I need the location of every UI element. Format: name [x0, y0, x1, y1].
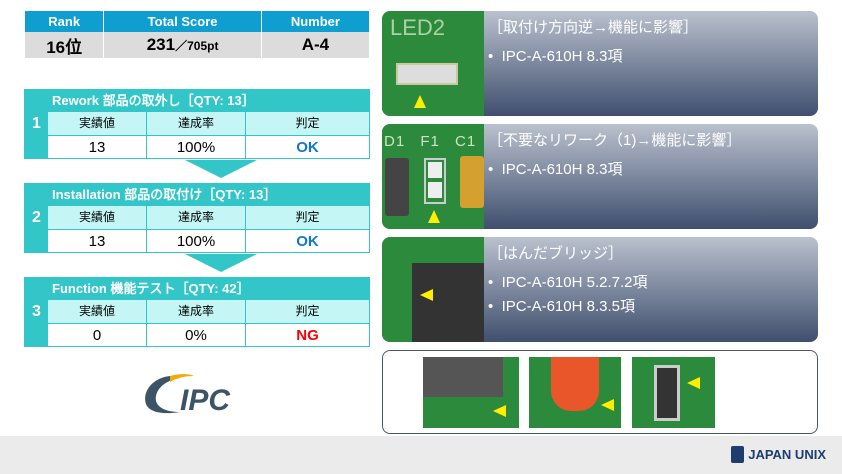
score-total: 705pt — [187, 39, 219, 53]
col-header: 判定 — [295, 116, 320, 130]
defect-card-rework: D1 F1 C1 ［不要なリワーク（1)→機能に影響］ • IPC-A-610H… — [382, 124, 818, 229]
chip-photo — [632, 357, 715, 428]
result-value: 13 — [48, 136, 147, 159]
photo-label: D1 F1 C1 — [384, 133, 477, 150]
marker-arrow-icon — [428, 210, 440, 223]
japan-unix-logo: JAPAN UNIX — [731, 446, 826, 463]
section-title: Rework 部品の取外し［QTY: 13］ — [48, 90, 369, 112]
col-header: 実績値 — [48, 112, 147, 135]
defect-card-bridge: ［はんだブリッジ］ • IPC-A-610H 5.2.7.2項 • IPC-A-… — [382, 237, 818, 342]
footer: JAPAN UNIX — [0, 436, 842, 474]
number-value: A-4 — [261, 32, 369, 58]
card-title: ［不要なリワーク（1)→機能に影響］ — [488, 132, 742, 149]
defect-card-orientation: LED2 ［取付け方向逆→機能に影響］ • IPC-A-610H 8.3項 — [382, 11, 818, 116]
judgement-ok: OK — [296, 233, 319, 250]
col-header: 達成率 — [147, 112, 246, 135]
col-header: 判定 — [295, 210, 320, 224]
number-header: Number — [261, 11, 369, 32]
section-number: 1 — [25, 90, 48, 158]
rate-value: 0% — [147, 324, 246, 347]
down-arrow-icon — [185, 254, 257, 272]
section-number: 3 — [25, 278, 48, 346]
rank-header: Rank — [25, 11, 104, 32]
led2-photo: LED2 — [382, 11, 484, 116]
marker-arrow-icon — [493, 405, 506, 417]
japan-unix-mark-icon — [731, 446, 745, 463]
col-header: 達成率 — [147, 206, 246, 229]
example-photos-box — [382, 350, 818, 434]
rate-value: 100% — [147, 230, 246, 253]
rank-value: 16位 — [25, 32, 104, 58]
score-sep: ／ — [175, 39, 188, 53]
section-title: Installation 部品の取付け［QTY: 13］ — [48, 184, 369, 206]
ipc-logo: IPC — [145, 374, 231, 417]
score-header: Total Score — [104, 11, 261, 32]
section-title: Function 機能テスト［QTY: 42］ — [48, 278, 369, 300]
score: 231 — [146, 35, 176, 54]
section-installation: 2 Installation 部品の取付け［QTY: 13］ 実績値達成率判定 … — [24, 183, 370, 253]
col-header: 実績値 — [48, 300, 147, 323]
col-header: 実績値 — [48, 206, 147, 229]
photo-label: LED2 — [390, 15, 446, 40]
down-arrow-icon — [185, 160, 257, 178]
col-header: 達成率 — [147, 300, 246, 323]
ic-leads-photo — [423, 357, 519, 428]
section-number: 2 — [25, 184, 48, 252]
card-bullet: • IPC-A-610H 8.3項 — [488, 48, 623, 65]
judgement-ok: OK — [296, 139, 319, 156]
col-header: 判定 — [295, 304, 320, 318]
rate-value: 100% — [147, 136, 246, 159]
marker-arrow-icon — [601, 399, 614, 411]
card-bullet: • IPC-A-610H 5.2.7.2項 — [488, 274, 648, 291]
marker-arrow-icon — [420, 289, 433, 301]
card-bullet: • IPC-A-610H 8.3項 — [488, 161, 623, 178]
d1-f1-c1-photo: D1 F1 C1 — [382, 124, 484, 229]
result-value: 0 — [48, 324, 147, 347]
card-bullet: • IPC-A-610H 8.3.5項 — [488, 298, 635, 315]
judgement-ng: NG — [296, 327, 319, 344]
marker-arrow-icon — [414, 95, 426, 108]
led-photo — [529, 357, 621, 428]
card-title: ［はんだブリッジ］ — [488, 245, 624, 262]
card-title: ［取付け方向逆→機能に影響］ — [488, 19, 699, 36]
score-value: 231／705pt — [104, 32, 261, 58]
marker-arrow-icon — [687, 377, 700, 389]
result-value: 13 — [48, 230, 147, 253]
solder-bridge-photo — [382, 237, 484, 342]
svg-text:IPC: IPC — [180, 384, 231, 417]
